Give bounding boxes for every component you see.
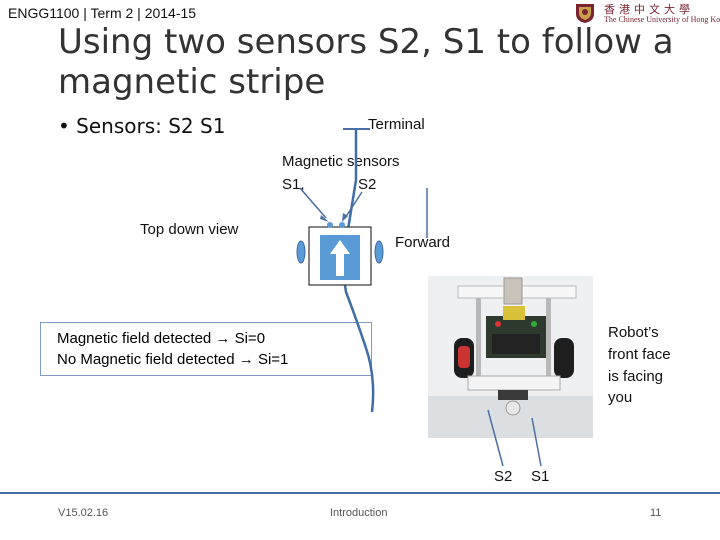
robot-caption-line-1: Robot’s — [608, 324, 659, 341]
no-field-detected-rule: No Magnetic field detected → Si=1 — [57, 351, 289, 368]
s1-pointer-arrowhead — [320, 215, 329, 222]
magnetic-field-rules-box: Magnetic field detected → Si=0 No Magnet… — [40, 322, 372, 376]
crest-icon — [576, 4, 594, 23]
robot-caption-line-2: front face — [608, 346, 671, 363]
s2-label: S2 — [358, 176, 377, 193]
university-logo: 香港中文大學 The Chinese University of Hong Ko… — [560, 0, 720, 28]
footer-divider — [0, 492, 720, 494]
robot-arrow-panel — [320, 235, 360, 280]
s2-pointer-arrowhead — [342, 213, 348, 222]
robot-top-view-body — [308, 226, 372, 286]
terminal-label: Terminal — [368, 116, 425, 133]
s1-sensor-dot — [327, 222, 333, 228]
footer-section: Introduction — [330, 507, 388, 519]
left-wheel — [296, 240, 306, 264]
magnetic-sensors-label: Magnetic sensors — [282, 153, 400, 170]
s2-pointer-line — [344, 191, 363, 219]
forward-label: Forward — [395, 234, 451, 251]
robot-caption-line-3: is facing — [608, 368, 664, 385]
forward-arrow-icon — [330, 240, 350, 276]
field-detected-rule: Magnetic field detected → Si=0 — [57, 330, 266, 347]
logo-chinese-text: 香港中文大學 — [604, 3, 694, 16]
sensors-bullet: • Sensors: S2 S1 — [58, 114, 226, 138]
top-down-view-label: Top down view — [140, 221, 239, 238]
photo-s1-label: S1 — [531, 468, 550, 485]
robot-photo — [428, 276, 593, 438]
right-wheel — [374, 240, 384, 264]
course-header: ENGG1100 | Term 2 | 2014-15 — [8, 5, 197, 21]
photo-s2-label: S2 — [494, 468, 513, 485]
slide-title: Using two sensors S2, S1 to follow a mag… — [58, 22, 674, 102]
footer-page-number: 11 — [650, 507, 662, 519]
footer-version: V15.02.16 — [58, 507, 109, 519]
logo-english-text: The Chinese University of Hong Kong — [604, 15, 720, 24]
s2-sensor-dot — [339, 222, 345, 228]
robot-caption-line-4: you — [608, 389, 633, 406]
s1-label: S1, — [282, 176, 305, 193]
